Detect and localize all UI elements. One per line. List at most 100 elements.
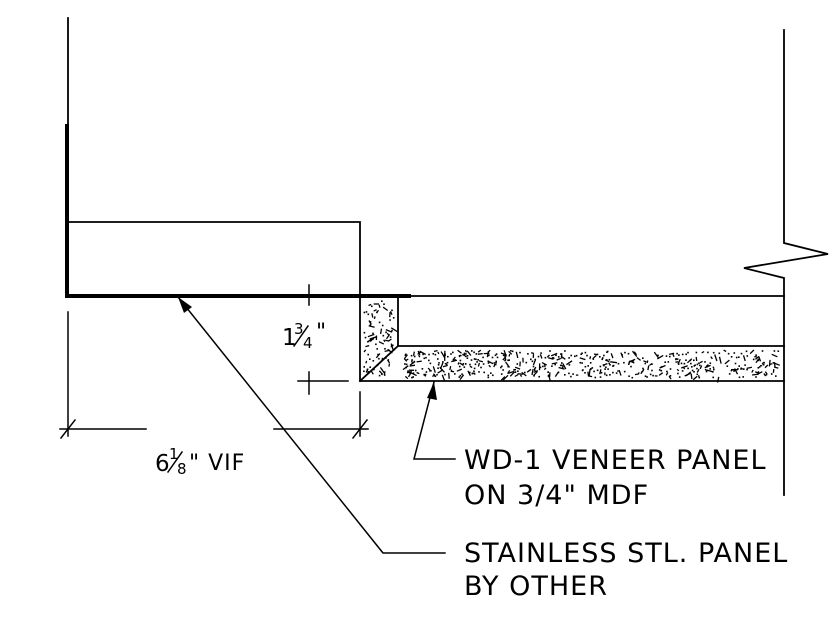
stipple-mark (735, 356, 738, 359)
stipple-mark (624, 351, 626, 354)
stipple-mark (695, 351, 698, 354)
stipple-mark (765, 373, 768, 376)
stipple-mark (392, 317, 395, 319)
stipple-mark (384, 349, 391, 353)
stipple-mark (409, 371, 412, 373)
stipple-mark (726, 365, 729, 367)
stipple-mark (453, 359, 455, 362)
stipple-mark (530, 352, 535, 355)
stipple-mark (444, 353, 446, 355)
stipple-mark (465, 363, 467, 365)
stipple-mark (384, 348, 386, 350)
stipple-mark (665, 372, 669, 376)
steel-leader (176, 295, 446, 554)
stipple-mark (649, 373, 652, 376)
stipple-mark (547, 375, 550, 377)
stipple-mark (378, 341, 385, 345)
stipple-mark (606, 350, 609, 353)
stipple-mark (562, 363, 567, 370)
stipple-mark (589, 356, 592, 360)
stipple-mark (544, 356, 547, 359)
stipple-mark (454, 373, 456, 375)
stipple-mark (734, 362, 737, 365)
stipple-mark (671, 352, 675, 357)
stipple-mark (564, 374, 566, 376)
stipple-mark (564, 350, 566, 352)
stipple-mark (687, 367, 689, 370)
stipple-mark (584, 372, 586, 374)
stipple-mark (424, 373, 427, 377)
stipple-mark (570, 375, 572, 378)
stipple-mark (547, 371, 549, 373)
stipple-mark (473, 370, 475, 372)
stipple-mark (444, 373, 446, 376)
stipple-mark (501, 365, 503, 368)
stipple-mark (370, 370, 374, 375)
stipple-mark (761, 361, 765, 365)
stipple-mark (507, 370, 511, 375)
stipple-mark (605, 366, 607, 369)
stipple-mark (463, 354, 466, 356)
stipple-mark (657, 354, 659, 357)
stipple-mark (376, 348, 378, 350)
stipple-mark (423, 373, 426, 377)
stipple-mark (606, 359, 608, 361)
stipple-mark (742, 355, 746, 362)
stipple-mark (469, 363, 471, 366)
stipple-mark (746, 368, 748, 371)
stipple-mark (465, 353, 467, 355)
veneer-leader-arrowhead (427, 382, 437, 400)
stipple-mark (596, 353, 599, 356)
stipple-mark (521, 371, 527, 377)
stipple-mark (707, 364, 709, 366)
stipple-mark (450, 353, 452, 355)
stipple-mark (698, 362, 700, 364)
stipple-mark (612, 364, 615, 367)
veneer-leader (413, 381, 456, 460)
stipple-mark (737, 368, 739, 370)
mdf-stipple-hatch (363, 300, 781, 383)
stipple-mark (449, 365, 452, 371)
stipple-mark (369, 324, 372, 326)
stipple-mark (457, 349, 462, 354)
stipple-mark (366, 338, 373, 343)
stipple-mark (371, 305, 373, 308)
stipple-mark (574, 355, 576, 358)
stipple-mark (425, 356, 427, 359)
stipple-mark (516, 363, 519, 365)
stipple-mark (503, 349, 507, 357)
stipple-mark (500, 376, 506, 381)
stipple-mark (599, 369, 602, 375)
stipple-mark (599, 356, 601, 358)
stipple-mark (696, 368, 700, 373)
stipple-mark (758, 366, 761, 368)
stipple-mark (761, 350, 764, 352)
stipple-mark (459, 374, 465, 380)
stipple-mark (568, 357, 570, 359)
stipple-mark (416, 371, 420, 375)
stipple-mark (367, 353, 369, 356)
stipple-mark (730, 356, 733, 358)
stipple-mark (378, 304, 381, 308)
stipple-mark (649, 363, 653, 366)
stipple-mark (383, 303, 385, 305)
stipple-mark (561, 366, 564, 369)
stipple-mark (378, 370, 383, 375)
stipple-mark (418, 354, 421, 358)
stipple-mark (757, 358, 760, 361)
stipple-mark (466, 357, 469, 359)
stipple-mark (770, 373, 773, 375)
stipple-mark (381, 324, 384, 327)
stipple-mark (363, 331, 366, 334)
stipple-mark (660, 369, 663, 372)
stipple-mark (475, 353, 478, 355)
stipple-mark (628, 375, 630, 377)
stipple-mark (389, 319, 391, 321)
stipple-mark (714, 354, 718, 362)
stipple-mark (605, 374, 608, 377)
stipple-mark (403, 358, 408, 362)
stipple-mark (676, 368, 680, 372)
stipple-mark (651, 369, 653, 372)
stipple-mark (363, 366, 365, 368)
stipple-mark (746, 355, 749, 357)
